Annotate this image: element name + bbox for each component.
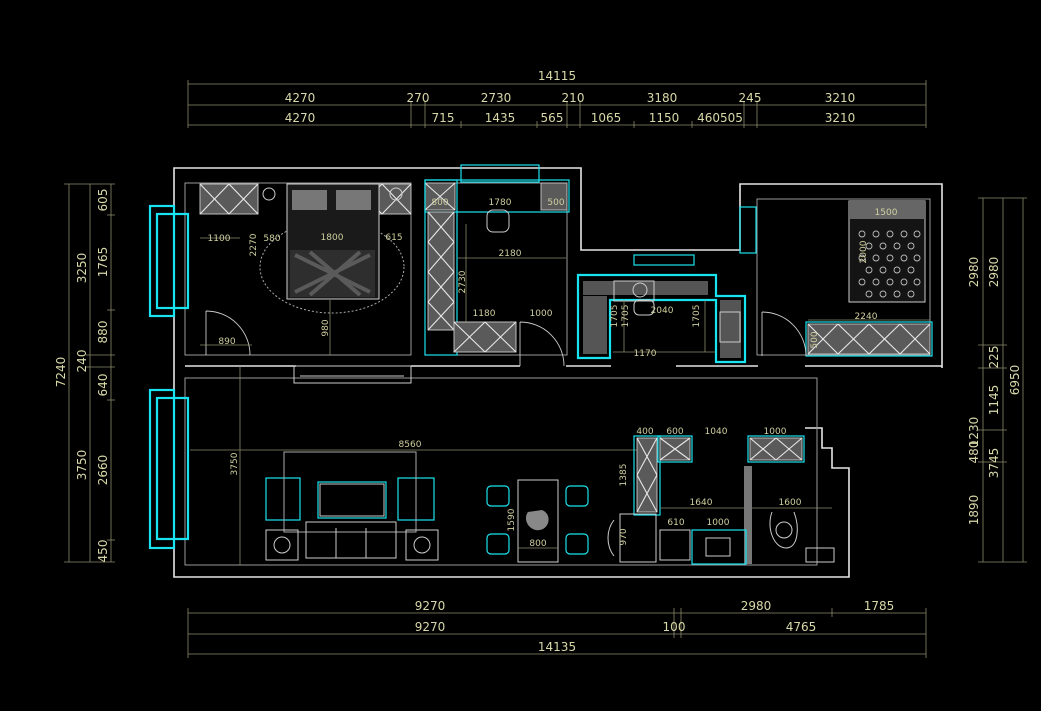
- right-dim-3: 225: [987, 346, 1001, 369]
- top-dim-r2-5: 1065: [591, 111, 622, 125]
- kitchen-dim-3: 2040: [651, 306, 674, 316]
- study-dim-7: 1000: [530, 309, 553, 319]
- bottom-dim-r2-2: 100: [663, 620, 686, 634]
- top-dim-4: 210: [562, 91, 585, 105]
- right-dim-4: 1145: [987, 385, 1001, 416]
- top-dimension-lines: [187, 80, 927, 128]
- left-dim-3: 3750: [75, 450, 89, 481]
- bath-dim-2: 600: [666, 427, 683, 437]
- study-dim-5: 2730: [458, 270, 468, 293]
- bed1-dim-3: 580: [263, 234, 280, 244]
- bed1-dim-1: 1100: [208, 234, 231, 244]
- bottom-dim-r2-1: 9270: [415, 620, 446, 634]
- bed2-dim-1: 1500: [875, 208, 898, 218]
- living-dim-2: 3750: [230, 452, 240, 475]
- living-room: [190, 366, 640, 565]
- top-dim-2: 270: [407, 91, 430, 105]
- bath-dim-5: 1385: [619, 464, 629, 487]
- left-dim-c3-2: 1765: [96, 247, 110, 278]
- kitchen-dim-2: 1705: [621, 305, 631, 328]
- top-dim-r2-6: 1150: [649, 111, 680, 125]
- study-dim-4: 2180: [499, 249, 522, 259]
- bedroom-2: [761, 200, 933, 357]
- bed1-dim-2: 2270: [249, 233, 259, 256]
- living-dim-1: 8560: [399, 440, 422, 450]
- top-dim-6: 245: [739, 91, 762, 105]
- study-dim-2: 1780: [489, 198, 512, 208]
- bath-dim-7: 1600: [779, 498, 802, 508]
- top-dim-r2-4: 565: [541, 111, 564, 125]
- top-dim-3: 2730: [481, 91, 512, 105]
- bed2-dim-2: 2000: [859, 240, 869, 263]
- left-dim-2: 240: [75, 350, 89, 373]
- top-dim-r2-1: 4270: [285, 111, 316, 125]
- kitchen-dim-1: 1705: [610, 305, 620, 328]
- top-dim-r2-7: 460505: [697, 111, 743, 125]
- kitchen: [576, 273, 747, 364]
- study-dim-1: 800: [431, 198, 448, 208]
- right-dim-1: 2980: [967, 257, 981, 288]
- living-dim-3: 1590: [507, 508, 517, 531]
- bottom-dimension-lines: [187, 608, 927, 658]
- kitchen-dim-4: 1705: [692, 305, 702, 328]
- bath-dim-4: 1000: [764, 427, 787, 437]
- study-dim-3: 500: [547, 198, 564, 208]
- top-total-dim: 14115: [538, 69, 576, 83]
- top-dim-r2-3: 1435: [485, 111, 516, 125]
- windows: [148, 164, 757, 550]
- bed1-dim-4: 1800: [321, 233, 344, 243]
- living-dim-4: 800: [529, 539, 546, 549]
- study: [424, 179, 570, 367]
- left-total-dim: 7240: [54, 357, 68, 388]
- right-dim-2: 2980: [987, 257, 1001, 288]
- left-dimension-lines: [64, 183, 115, 563]
- bath-dim-9: 1000: [707, 518, 730, 528]
- right-dim-8: 1890: [967, 495, 981, 526]
- left-dim-c3-1: 605: [96, 189, 110, 212]
- bed2-dim-3: 2240: [855, 312, 878, 322]
- top-dim-7: 3210: [825, 91, 856, 105]
- bath-dim-1: 400: [636, 427, 653, 437]
- right-total-dim: 6950: [1008, 365, 1022, 396]
- bottom-dim-1: 9270: [415, 599, 446, 613]
- left-dim-c3-5: 2660: [96, 455, 110, 486]
- bottom-total-dim: 14135: [538, 640, 576, 654]
- left-dim-1: 3250: [75, 253, 89, 284]
- right-dim-7: 480: [967, 441, 981, 464]
- exterior-walls: [173, 167, 943, 578]
- bath-dim-10: 970: [619, 528, 629, 545]
- bed1-dim-5: 615: [385, 233, 402, 243]
- left-dim-c3-3: 880: [96, 321, 110, 344]
- bottom-dim-2: 2980: [741, 599, 772, 613]
- right-dimension-lines: [978, 197, 1027, 563]
- top-dim-r2-2: 715: [432, 111, 455, 125]
- kitchen-dim-5: 1170: [634, 349, 657, 359]
- bath-area: [607, 435, 835, 565]
- bath-dim-8: 610: [667, 518, 684, 528]
- study-dim-6: 1180: [473, 309, 496, 319]
- right-dim-6: 1230: [967, 417, 981, 448]
- right-dim-5: 3745: [987, 448, 1001, 479]
- bed2-dim-4: 500: [810, 331, 820, 348]
- bedroom-1: [199, 183, 412, 384]
- bottom-dim-3: 1785: [864, 599, 895, 613]
- top-dim-r2-8: 3210: [825, 111, 856, 125]
- bed1-dim-7: 890: [218, 337, 235, 347]
- bottom-dim-r2-3: 4765: [786, 620, 817, 634]
- left-dim-c3-4: 640: [96, 374, 110, 397]
- top-dim-5: 3180: [647, 91, 678, 105]
- bed1-dim-6: 980: [321, 319, 331, 336]
- top-dim-1: 4270: [285, 91, 316, 105]
- bath-dim-6: 1640: [690, 498, 713, 508]
- bath-dim-3: 1040: [705, 427, 728, 437]
- left-dim-c3-6: 450: [96, 540, 110, 563]
